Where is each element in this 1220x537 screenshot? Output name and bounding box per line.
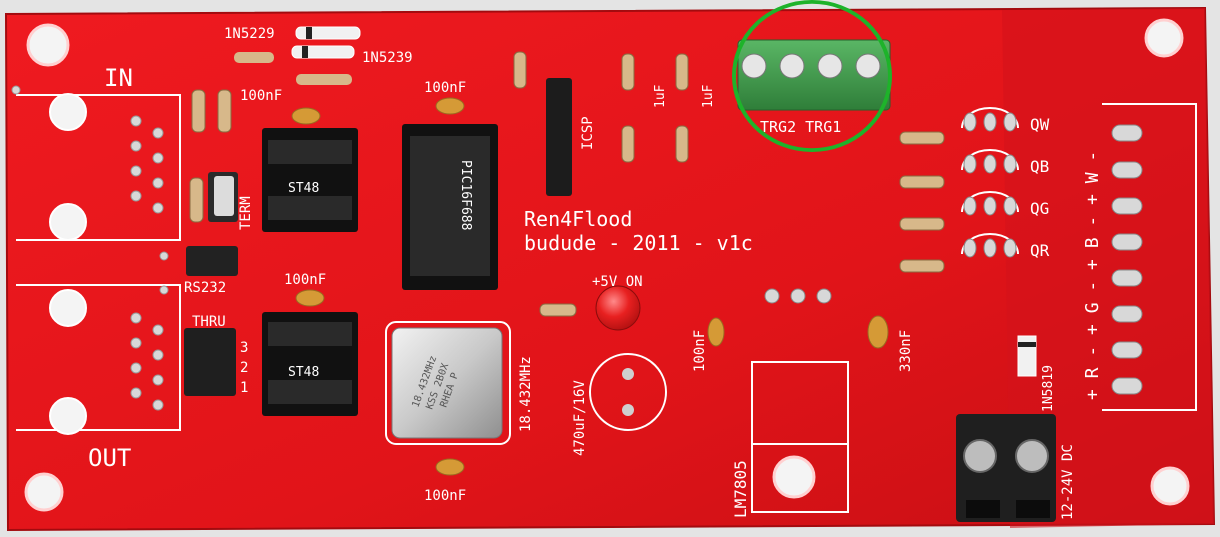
label-1n5229: 1N5229 [224,26,275,42]
label-100nf-c: 100nF [284,272,326,288]
label-100nf-a: 100nF [240,88,282,104]
label-rgbw: + R - + G - + B - + W - [1082,151,1103,400]
rs232-header [186,246,238,276]
ic-socket-st485-bottom [262,312,358,416]
label-1uf-b: 1uF [701,84,716,108]
dc-terminal-block [956,414,1056,522]
label-qw: QW [1030,115,1050,134]
label-rs232: RS232 [184,280,226,296]
label-led: +5V ON [592,274,643,290]
label-100nf-d: 100nF [424,488,466,504]
label-st48-top: ST48 [288,181,319,196]
rj45-in-outline [16,93,181,241]
label-qr: QR [1030,241,1050,260]
transistor-pads [963,112,1017,258]
label-trigger: TRG2 TRG1 [760,118,841,136]
highlight-circle [732,0,892,153]
label-qb: QB [1030,157,1049,176]
rgbw-output-pads [1111,124,1143,395]
resistors-left [189,89,232,223]
label-pin2: 2 [240,360,248,376]
label-470uf: 470uF/16V [572,380,588,456]
rj45-pads [11,85,169,411]
label-st48-bottom: ST48 [288,365,319,380]
schottky-diode [1017,335,1037,377]
ic-socket-pic [402,124,498,290]
label-qg: QG [1030,199,1049,218]
label-100nf-b: 100nF [424,80,466,96]
label-1n5819: 1N5819 [1041,365,1056,412]
zener-diodes [234,26,361,85]
term-jumper [208,172,238,222]
ceramic-caps [291,97,889,476]
label-100nf-e: 100nF [692,330,708,372]
thru-header [184,328,236,396]
icsp-header [546,78,572,196]
label-1n5239: 1N5239 [362,50,413,66]
label-pin1: 1 [240,380,248,396]
rj45-out-outline [16,284,181,435]
regulator-outline [751,361,849,513]
mounting-holes [24,18,1190,512]
rgbw-output-outline [1102,103,1197,411]
label-thru: THRU [192,314,226,330]
board-title: Ren4Flood [524,207,632,231]
power-led [595,285,641,331]
label-pic16f688: PIC16F688 [458,160,473,230]
label-term: TERM [238,196,254,230]
ic-socket-st485-top [262,128,358,232]
label-crystal: 18.432MHz [518,356,534,432]
label-in: IN [104,64,133,92]
label-icsp: ICSP [580,116,596,150]
label-dc: 12-24V DC [1060,444,1076,520]
trigger-terminal-block [737,39,891,111]
resistors-middle [513,51,945,317]
label-pin3: 3 [240,340,248,356]
board-subtitle: budude - 2011 - v1c [524,231,753,255]
electrolytic-cap-outline [589,353,667,431]
label-330nf: 330nF [898,330,914,372]
label-1uf-a: 1uF [653,84,668,108]
regulator-pads [764,288,832,304]
label-out: OUT [88,444,131,472]
crystal-oscillator [385,321,511,445]
label-lm7805: LM7805 [731,460,750,518]
